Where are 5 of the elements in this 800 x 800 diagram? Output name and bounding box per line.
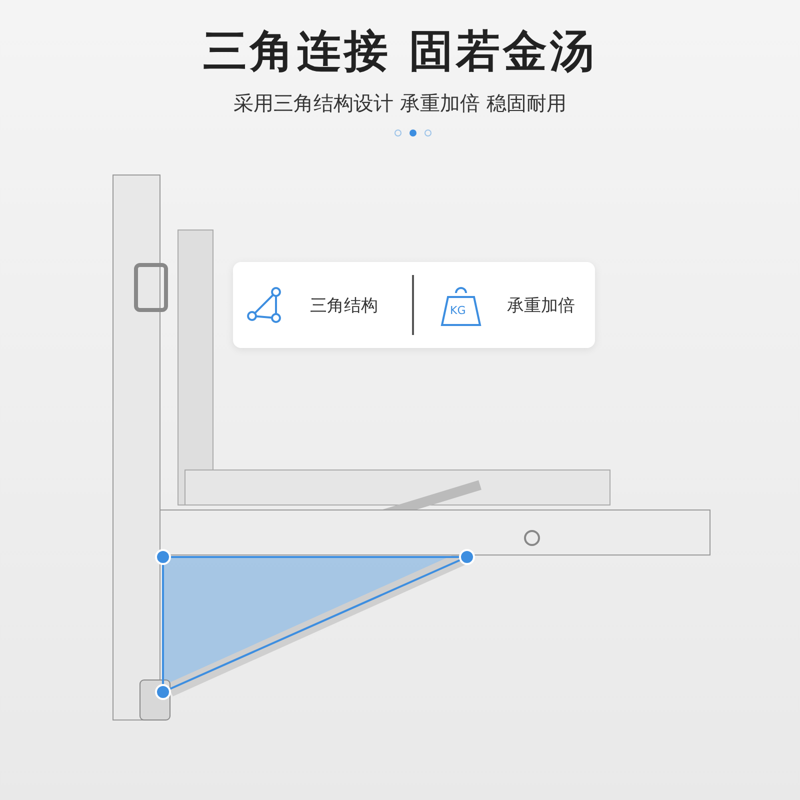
feature-label: 承重加倍 <box>507 295 575 317</box>
icon-text: KG <box>450 304 466 317</box>
feature-label: 三角结构 <box>310 295 378 317</box>
headline: 三角连接 固若金汤 <box>202 25 598 79</box>
subtitle: 采用三角结构设计 承重加倍 稳固耐用 <box>232 90 568 117</box>
